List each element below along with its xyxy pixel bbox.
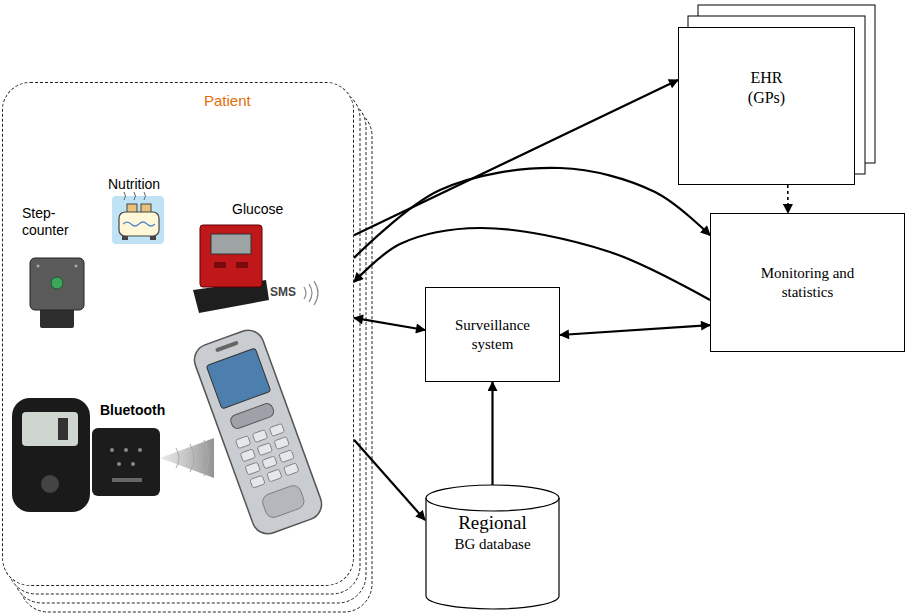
patient-group: Patient	[2, 82, 354, 586]
connector-arrow	[354, 440, 425, 520]
connector-arrow	[491, 382, 493, 485]
connector-arrow	[354, 318, 425, 330]
signal-waves	[304, 281, 318, 305]
device-label: Nutrition	[108, 176, 160, 193]
bluetooth-beam	[160, 438, 214, 478]
monitoring-box: Monitoring and statistics	[710, 213, 905, 352]
connector-arrow	[560, 325, 710, 335]
device-label: Step-counter	[22, 205, 74, 239]
link-label: Bluetooth	[100, 402, 165, 419]
device-label: Glucose	[232, 201, 283, 218]
text-group: Surveillance system	[426, 288, 559, 381]
node-text: Surveillance system	[443, 316, 543, 354]
mobile-phone	[190, 326, 326, 539]
database-cylinder: RegionalBG database	[425, 485, 560, 610]
node-text: Patient	[204, 92, 251, 111]
connector-arrow	[354, 80, 678, 235]
toaster-icon	[112, 192, 164, 244]
node-text: Regional	[458, 511, 527, 535]
node-text: EHR (GPs)	[744, 68, 790, 108]
link-label: SMS	[270, 285, 296, 299]
text-group: EHR (GPs)	[679, 28, 854, 184]
connector-arrow	[354, 168, 710, 258]
cylinder-rim	[426, 498, 559, 511]
ehr-box: EHR (GPs)	[678, 27, 855, 185]
text-group: Patient	[204, 92, 251, 111]
step-counter-device	[30, 258, 84, 328]
node-text: BG database	[454, 535, 530, 554]
front-ground	[2, 82, 354, 586]
text-group: RegionalBG database	[425, 485, 560, 610]
node-text: Monitoring and statistics	[752, 264, 864, 302]
glucose-device	[193, 225, 269, 313]
connector-arrow	[787, 185, 789, 213]
cylinder-body	[426, 485, 559, 609]
bluetooth-waves	[176, 440, 209, 476]
surveillance-box: Surveillance system	[425, 287, 560, 382]
text-group: Monitoring and statistics	[711, 214, 904, 351]
